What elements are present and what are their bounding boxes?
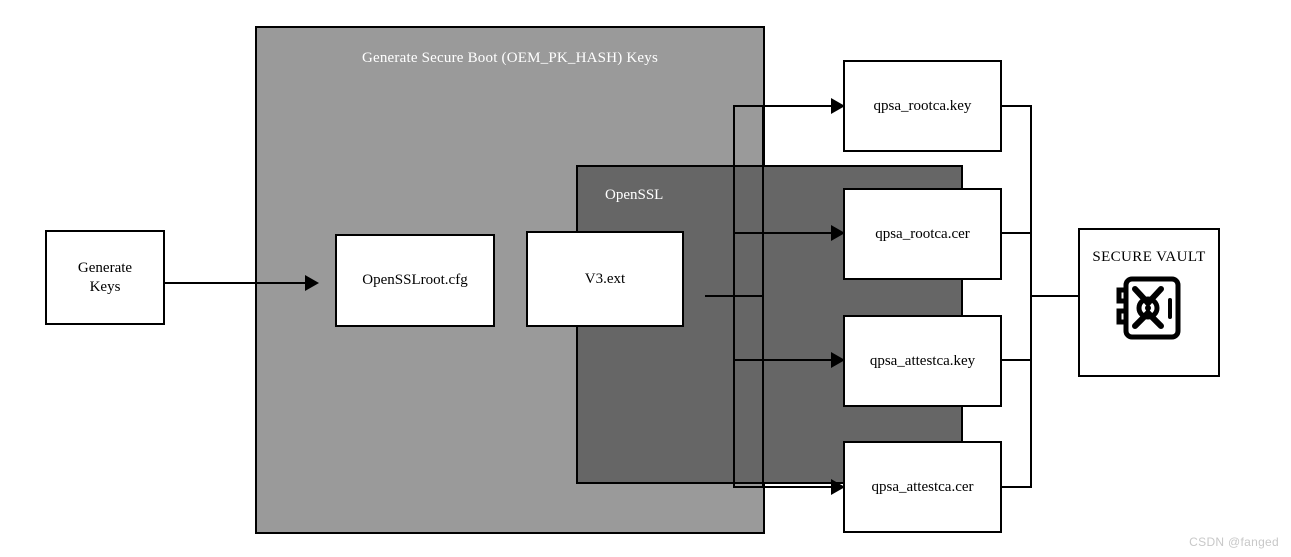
edge-generatekeys-to-openssl <box>165 282 305 284</box>
edge-bus-to-rootca-key <box>733 105 833 107</box>
arrowhead-generatekeys-to-openssl <box>305 275 319 291</box>
node-opensslroot-cfg-label: OpenSSLroot.cfg <box>362 272 468 289</box>
arrowhead-to-rootca-key <box>831 98 845 114</box>
node-qpsa-attestca-key: qpsa_attestca.key <box>843 315 1002 407</box>
edge-bus-inner <box>733 232 735 360</box>
arrowhead-to-rootca-cer <box>831 225 845 241</box>
node-secure-vault: SECURE VAULT <box>1078 228 1220 377</box>
edge-bus-outer <box>762 105 764 487</box>
edge-bus-drop-rootca-key <box>733 105 735 233</box>
node-secure-vault-label: SECURE VAULT <box>1092 249 1206 265</box>
edge-bus-to-rootca-cer <box>733 232 833 234</box>
node-qpsa-rootca-key: qpsa_rootca.key <box>843 60 1002 152</box>
node-qpsa-attestca-cer: qpsa_attestca.cer <box>843 441 1002 533</box>
edge-collector-to-secure-vault <box>1030 295 1080 297</box>
vault-icon <box>1112 273 1186 353</box>
node-opensslroot-cfg: OpenSSLroot.cfg <box>335 234 495 327</box>
node-qpsa-attestca-key-label: qpsa_attestca.key <box>869 352 976 369</box>
node-qpsa-rootca-cer: qpsa_rootca.cer <box>843 188 1002 280</box>
node-v3-ext-label: V3.ext <box>584 270 626 287</box>
edge-attestca-key-to-collector <box>1002 359 1032 361</box>
arrowhead-to-attestca-key <box>831 352 845 368</box>
node-generate-keys-label: Generate Keys <box>77 259 133 295</box>
edge-rootca-key-to-collector <box>1002 105 1032 107</box>
node-generate-keys: Generate Keys <box>45 230 165 325</box>
node-qpsa-attestca-cer-label: qpsa_attestca.cer <box>871 478 974 495</box>
openssl-container-title: OpenSSL <box>605 187 664 203</box>
node-v3-ext: V3.ext <box>526 231 684 327</box>
node-qpsa-rootca-key-label: qpsa_rootca.key <box>873 97 972 114</box>
edge-attestca-cer-to-collector <box>1002 486 1032 488</box>
watermark: CSDN @fanged <box>1189 535 1279 549</box>
edge-bus-to-attestca-cer <box>733 486 833 488</box>
edge-rootca-cer-to-collector <box>1002 232 1032 234</box>
outer-container-title: Generate Secure Boot (OEM_PK_HASH) Keys <box>361 50 659 66</box>
edge-bus-to-attestca-key <box>733 359 833 361</box>
edge-bus-drop-attestca-cer <box>733 359 735 488</box>
outer-process-container: Generate Secure Boot (OEM_PK_HASH) Keys … <box>255 26 963 534</box>
node-qpsa-rootca-cer-label: qpsa_rootca.cer <box>875 225 970 242</box>
arrowhead-to-attestca-cer <box>831 479 845 495</box>
